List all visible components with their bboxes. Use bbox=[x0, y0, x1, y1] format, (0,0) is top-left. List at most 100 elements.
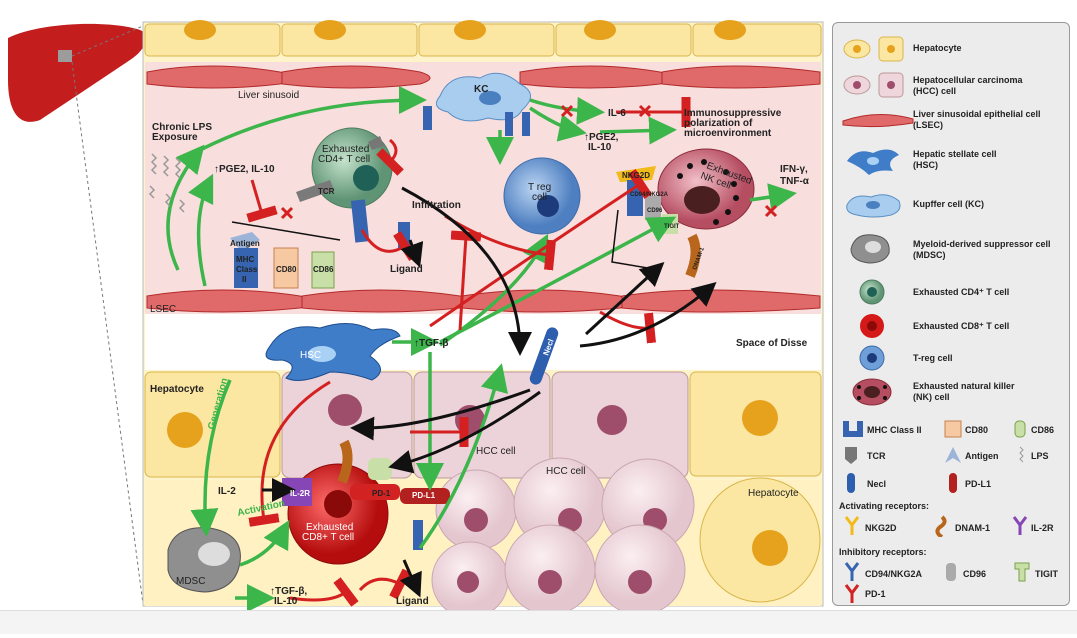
label-tgfb-bottom-2: IL-10 bbox=[274, 596, 298, 607]
receptors bbox=[230, 106, 701, 550]
legend-lsec-2: (LSEC) bbox=[913, 120, 943, 130]
label-kc: KC bbox=[474, 84, 488, 95]
legend-kc: Kupffer cell (KC) bbox=[913, 199, 985, 209]
cd86-legend-icon bbox=[1014, 420, 1026, 438]
label-tgfb-mid: ↑TGF-β bbox=[414, 338, 448, 349]
liver-icon bbox=[8, 23, 146, 122]
label-ligand-top: Ligand bbox=[390, 264, 423, 275]
label-cd80: CD80 bbox=[276, 265, 297, 274]
label-pdl1: PD-L1 bbox=[412, 491, 436, 500]
legend-antigen: Antigen bbox=[965, 451, 999, 461]
legend-nkg2d: NKG2D bbox=[865, 523, 897, 533]
activation-arrows bbox=[166, 86, 797, 612]
zoom-line-top bbox=[71, 25, 144, 57]
cd80-legend-icon bbox=[944, 420, 962, 438]
necl-legend-icon bbox=[847, 473, 855, 493]
block-x-marks bbox=[280, 104, 778, 220]
lower-tissue bbox=[144, 371, 822, 619]
nkg2d-legend-icon bbox=[844, 516, 860, 535]
hsc-legend-icon bbox=[847, 149, 899, 175]
lsec-legend-icon bbox=[842, 113, 914, 128]
label-immuno-3: microenvironment bbox=[684, 128, 772, 139]
dnam-legend-icon bbox=[935, 515, 947, 537]
label-treg-1: T reg bbox=[528, 182, 551, 193]
space-of-disse-band bbox=[145, 314, 821, 370]
label-pge2-left: ↑PGE2, IL-10 bbox=[214, 164, 275, 175]
label-liver-sinusoid: Liver sinusoid bbox=[238, 90, 299, 101]
tigit-legend-icon bbox=[1014, 562, 1030, 582]
cd96-legend-icon bbox=[946, 563, 956, 581]
label-mhc-3: II bbox=[242, 275, 246, 284]
legend-cd8: Exhausted CD8⁺ T cell bbox=[913, 321, 1010, 331]
legend-necl: Necl bbox=[867, 479, 887, 489]
label-il6: IL-6 bbox=[608, 108, 626, 119]
label-hsc: HSC bbox=[300, 350, 321, 361]
label-cd8-2: CD8+ T cell bbox=[302, 532, 354, 543]
legend-dnam: DNAM-1 bbox=[955, 523, 990, 533]
label-ligand-bottom: Ligand bbox=[396, 596, 429, 607]
legend-pdl1: PD-L1 bbox=[965, 479, 992, 489]
label-mhc-2: Class bbox=[236, 265, 258, 274]
label-cd8-1: Exhausted bbox=[306, 522, 353, 533]
label-hcc-2: HCC cell bbox=[546, 466, 585, 477]
zoom-line-bottom bbox=[71, 61, 144, 605]
legend-tcr: TCR bbox=[867, 451, 886, 461]
label-immuno-2: polarization of bbox=[684, 118, 753, 129]
mdsc-legend-icon bbox=[850, 234, 890, 264]
legend-cd4: Exhausted CD4⁺ T cell bbox=[913, 287, 1010, 297]
nk-receptor-bracket bbox=[611, 209, 661, 271]
legend-cd86: CD86 bbox=[1031, 425, 1055, 435]
treg-legend-icon bbox=[859, 345, 885, 371]
label-cd4-2: CD4+ T cell bbox=[318, 154, 370, 165]
label-treg-2: cell bbox=[532, 192, 547, 203]
hcc-legend-icon bbox=[843, 72, 904, 98]
legend-activating-heading: Activating receptors: bbox=[839, 501, 930, 511]
legend-hsc-1: Hepatic stellate cell bbox=[913, 149, 997, 159]
legend-hepatocyte: Hepatocyte bbox=[913, 43, 962, 53]
label-pd1: PD-1 bbox=[372, 489, 391, 498]
label-tgfb-bottom-1: ↑TGF-β, bbox=[270, 586, 307, 597]
label-antigen: Antigen bbox=[230, 239, 260, 248]
legend-mdsc-2: (MDSC) bbox=[913, 250, 946, 260]
kc-legend-icon bbox=[846, 194, 901, 218]
legend-mhc: MHC Class II bbox=[867, 425, 922, 435]
cd8-legend-icon bbox=[860, 314, 884, 338]
label-il2: IL-2 bbox=[218, 486, 236, 497]
label-pge2-top-1: ↑PGE2, bbox=[584, 132, 619, 143]
pdl1-legend-icon bbox=[949, 473, 957, 493]
label-space-of-disse: Space of Disse bbox=[736, 338, 808, 349]
label-cd94: CD94/NKG2A bbox=[630, 192, 669, 198]
legend-treg: T-reg cell bbox=[913, 353, 953, 363]
interaction-arrows bbox=[262, 186, 717, 598]
il2r-legend-icon bbox=[1012, 516, 1028, 535]
legend-il2r: IL-2R bbox=[1031, 523, 1054, 533]
label-cd86: CD86 bbox=[313, 265, 334, 274]
legend-cd96: CD96 bbox=[963, 569, 987, 579]
label-mhc-1: MHC bbox=[236, 255, 254, 264]
legend-cd94: CD94/NKG2A bbox=[865, 569, 923, 579]
label-hepatocyte-right: Hepatocyte bbox=[748, 488, 799, 499]
legend-cd80: CD80 bbox=[965, 425, 989, 435]
mhc-bracket bbox=[231, 221, 341, 241]
label-tcr: TCR bbox=[318, 187, 335, 196]
label-cd4-1: Exhausted bbox=[322, 144, 369, 155]
liver-zoom-region bbox=[58, 50, 72, 62]
nk-granules bbox=[677, 159, 739, 225]
cd94-legend-icon bbox=[844, 562, 860, 581]
legend-nk-1: Exhausted natural killer bbox=[913, 381, 1015, 391]
lsec-top-row bbox=[146, 65, 821, 89]
label-ifn: IFN-γ, bbox=[780, 164, 808, 175]
label-nkg2d: NKG2D bbox=[622, 171, 650, 180]
label-il2r: IL-2R bbox=[290, 489, 310, 498]
bottom-scroll-strip bbox=[0, 610, 1077, 634]
hepatocyte-legend-icon bbox=[843, 36, 904, 62]
legend-mdsc-1: Myeloid-derived suppressor cell bbox=[913, 239, 1051, 249]
nk-legend-icon bbox=[852, 378, 892, 406]
label-tigit: TIGIT bbox=[664, 224, 680, 230]
legend-lps: LPS bbox=[1031, 451, 1049, 461]
pd1-legend-icon bbox=[844, 584, 860, 603]
label-mdsc: MDSC bbox=[176, 576, 205, 587]
legend-tigit: TIGIT bbox=[1035, 569, 1058, 579]
